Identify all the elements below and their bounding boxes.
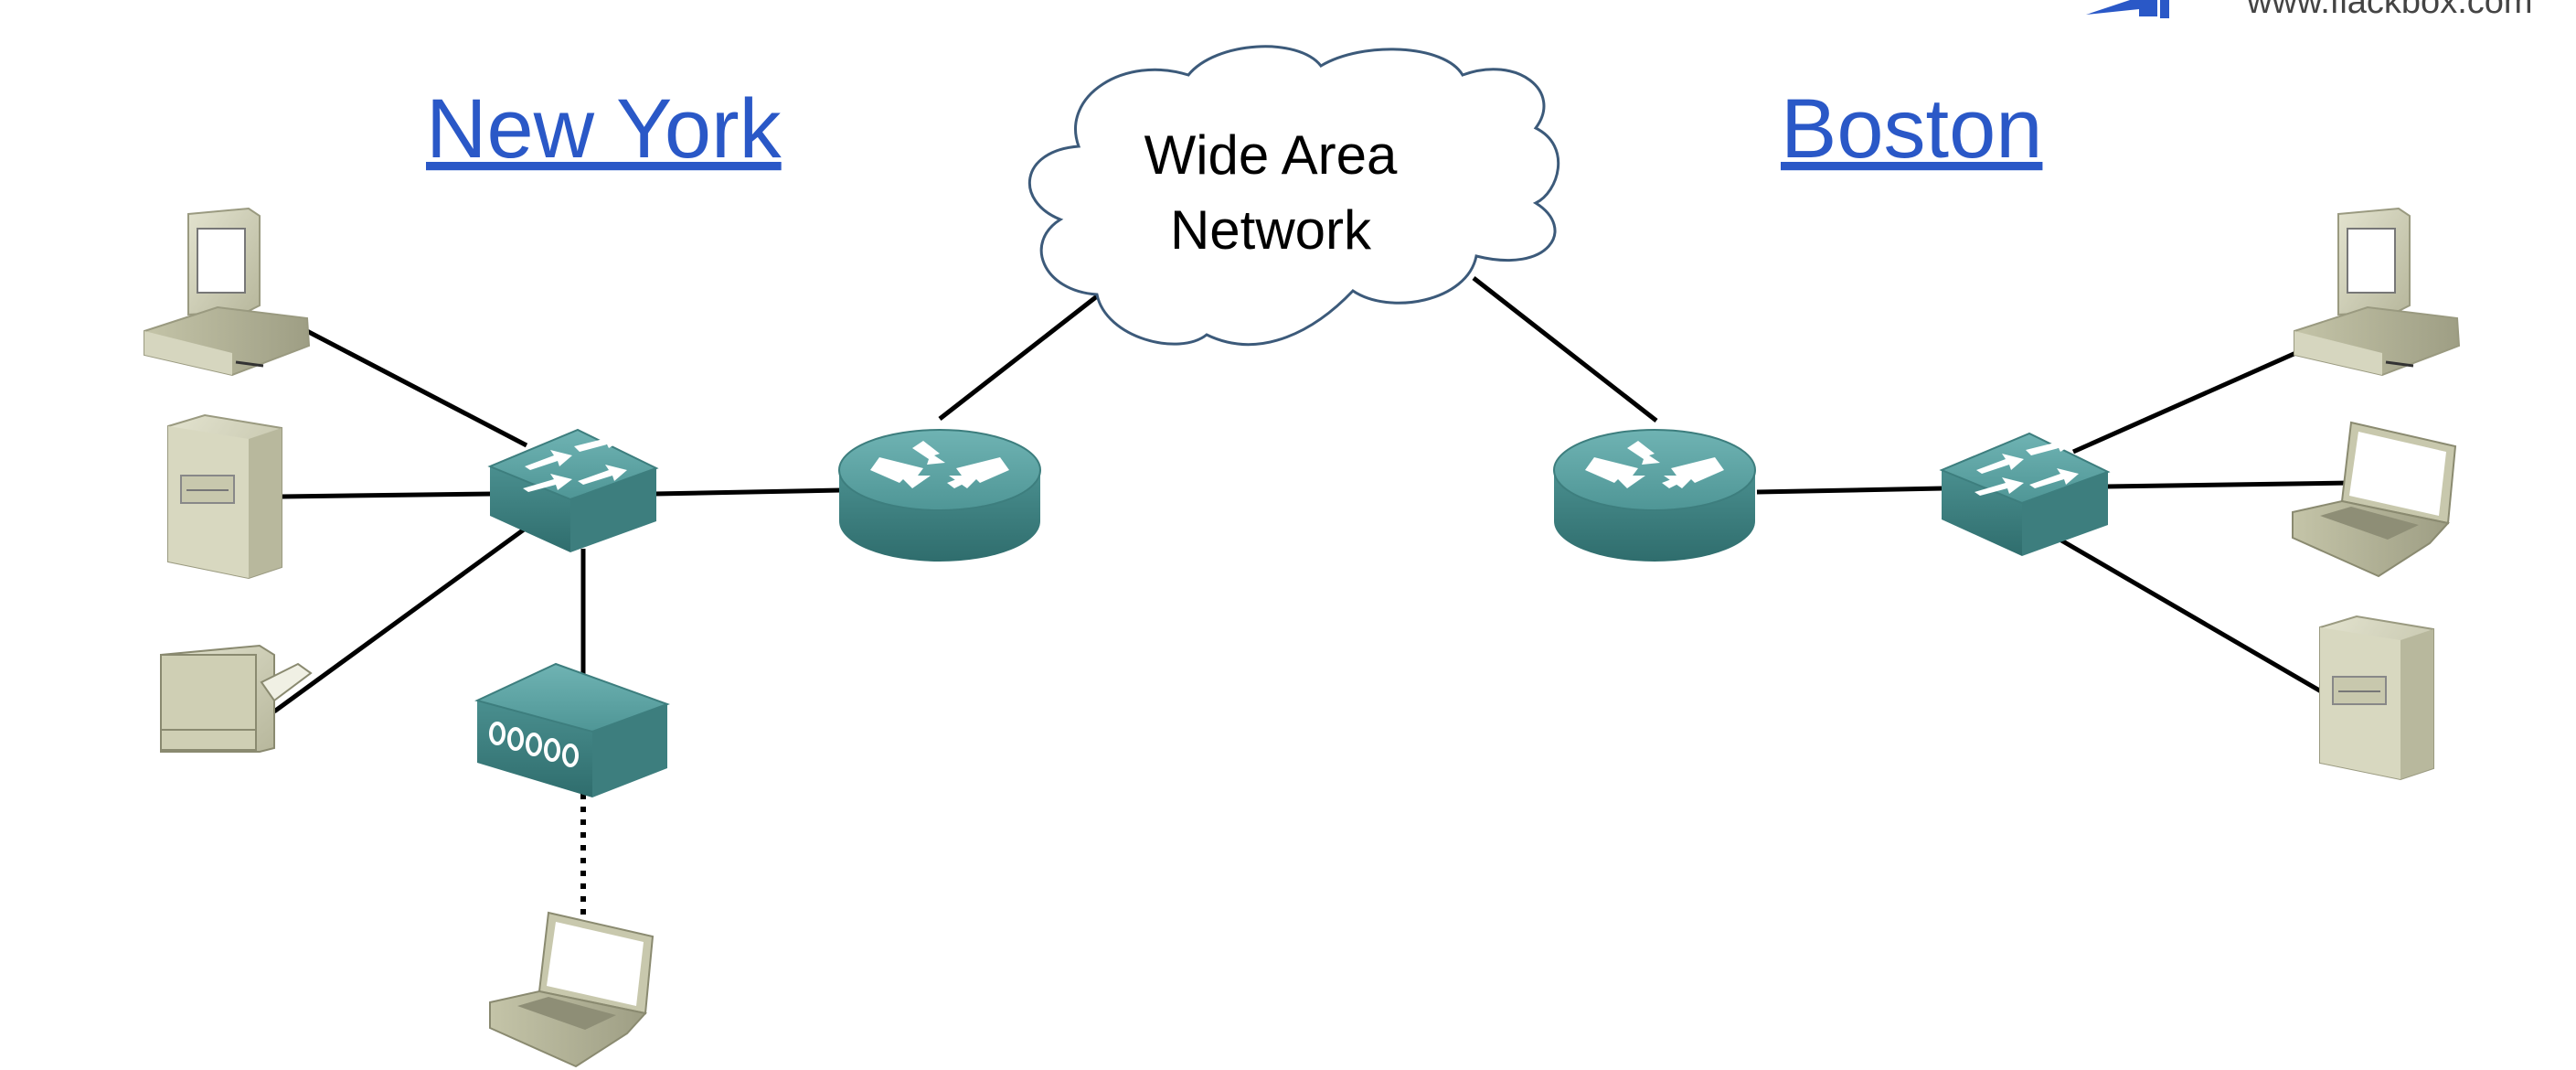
- ny-wireless-access-point-icon[interactable]: [474, 662, 670, 797]
- ny-printer-icon[interactable]: [160, 644, 313, 753]
- link-boston-router-switch: [1756, 486, 1944, 495]
- link-ny-router-wan: [938, 294, 1099, 421]
- link-boston-switch-pc: [2071, 341, 2318, 455]
- brand-url: www.flackbox.com: [2246, 0, 2533, 21]
- link-boston-wan-router: [1472, 276, 1658, 423]
- link-boston-switch-laptop: [2105, 480, 2352, 489]
- site-title-new-york: New York: [426, 82, 782, 176]
- cloud-icon: [1027, 45, 1560, 347]
- link-ny-switch-router: [654, 487, 842, 497]
- link-ny-pc-switch: [302, 326, 528, 448]
- link-ny-printer-switch: [272, 522, 532, 714]
- network-links: [272, 276, 2352, 918]
- wan-label-line2: Network: [1170, 199, 1372, 261]
- link-boston-switch-server: [2055, 535, 2329, 698]
- ny-router-icon[interactable]: [838, 429, 1041, 562]
- boston-desktop-pc-icon[interactable]: [2294, 207, 2461, 377]
- boston-router-icon[interactable]: [1553, 429, 1756, 562]
- ny-laptop-icon[interactable]: [489, 911, 655, 1068]
- ny-desktop-pc-icon[interactable]: [144, 207, 311, 377]
- boston-switch-icon[interactable]: [1939, 432, 2111, 556]
- brand-logo[interactable]: www.flackbox.com: [2086, 0, 2533, 21]
- wan-cloud: Wide Area Network: [1027, 45, 1560, 347]
- boston-laptop-icon[interactable]: [2292, 421, 2457, 578]
- ny-server-icon[interactable]: [167, 413, 282, 580]
- site-title-boston: Boston: [1781, 82, 2042, 176]
- ny-switch-icon[interactable]: [487, 428, 659, 552]
- wan-label-line1: Wide Area: [1144, 124, 1398, 186]
- logo-icon: [2086, 0, 2157, 16]
- link-ny-server-switch: [281, 491, 495, 499]
- boston-server-icon[interactable]: [2319, 615, 2434, 781]
